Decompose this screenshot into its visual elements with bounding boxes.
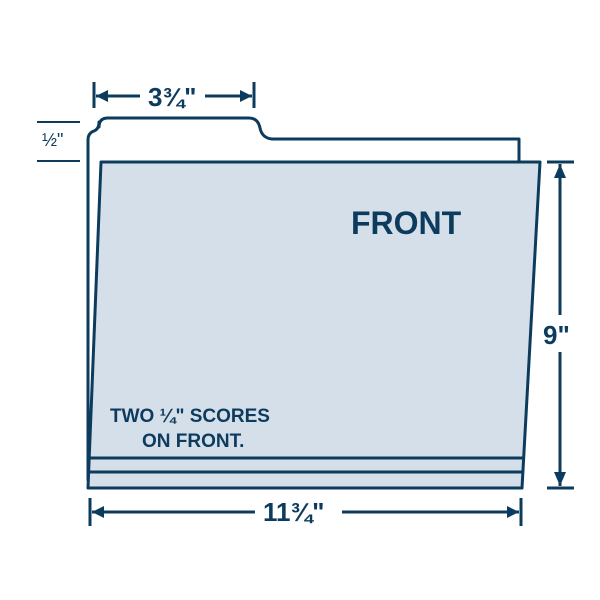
scores-note-line1: TWO ¼" SCORES xyxy=(110,406,270,427)
height-label: 9" xyxy=(543,320,570,350)
tab-width-label: 3¾" xyxy=(148,82,197,112)
front-label: FRONT xyxy=(351,205,462,241)
scores-note-line2: ON FRONT. xyxy=(142,431,245,452)
width-label: 11¾" xyxy=(263,497,325,527)
folder-front-panel xyxy=(86,160,542,490)
tab-height-label: ½" xyxy=(42,130,64,150)
